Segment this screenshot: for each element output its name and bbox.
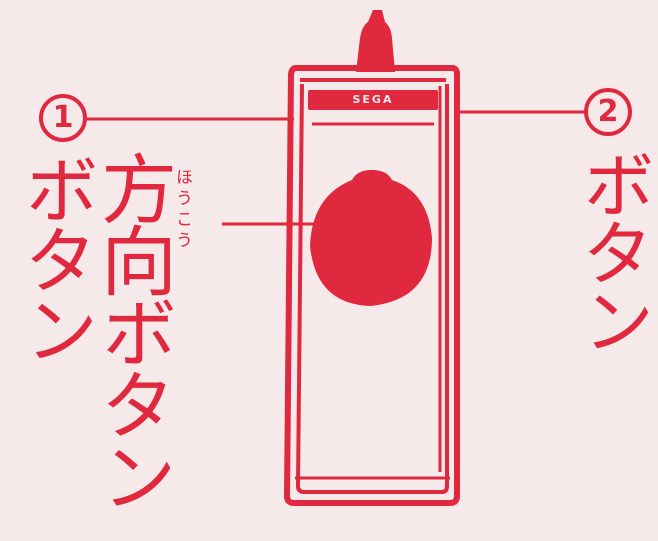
controller-body-inner <box>296 83 449 494</box>
direction-button-label: 方向ボタン <box>88 150 177 510</box>
button2-number-circle <box>584 88 632 136</box>
controller-antenna <box>356 10 395 72</box>
brand-plate <box>308 90 438 110</box>
button1-number-circle <box>39 94 87 142</box>
brand-label: SEGA <box>352 93 394 106</box>
button1-number: 1 <box>52 100 74 135</box>
controller-body-outer <box>284 65 460 506</box>
button2-label: ボタン <box>570 148 654 352</box>
direction-button-furigana: ほうこう <box>172 168 192 252</box>
button2-number: 2 <box>597 94 619 129</box>
direction-pad <box>310 170 432 306</box>
button1-label: ボタン <box>12 152 98 362</box>
